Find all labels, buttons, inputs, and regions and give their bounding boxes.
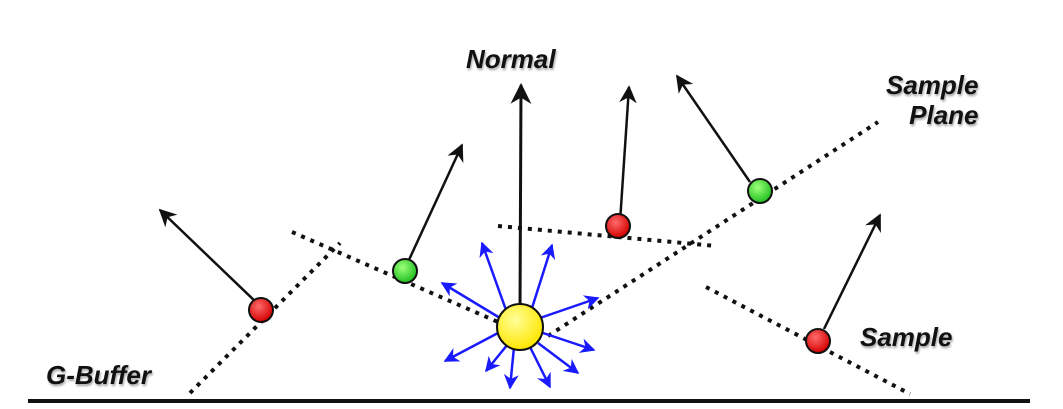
surface-segment-right xyxy=(705,285,911,396)
hemisphere-vector xyxy=(479,241,508,311)
center-point xyxy=(496,303,544,351)
surface-segment-top xyxy=(497,224,717,248)
normal-arrow xyxy=(510,82,532,313)
sample-normal-arrow xyxy=(675,74,752,183)
sample-label: Sample xyxy=(860,322,953,352)
g-buffer-label: G-Buffer xyxy=(46,360,151,390)
occluded-samples xyxy=(248,213,831,354)
hemisphere-vector xyxy=(530,243,556,309)
sample-plane-label-line2: Plane xyxy=(909,100,979,130)
hemisphere-vector xyxy=(537,342,580,374)
hemisphere-vectors xyxy=(440,241,600,390)
sample-normal-arrow xyxy=(406,143,464,263)
hemisphere-vector xyxy=(485,343,509,373)
hemisphere-vector xyxy=(539,295,600,320)
sample-normal-arrow xyxy=(618,85,637,223)
red-sample-point xyxy=(805,328,831,354)
sample-normal-arrows xyxy=(158,74,882,330)
normal-label: Normal xyxy=(466,44,556,74)
hemisphere-vector xyxy=(503,346,519,390)
red-sample-point xyxy=(605,213,631,239)
hemisphere-vector xyxy=(440,281,501,320)
sample-normal-arrow xyxy=(822,213,882,330)
red-sample-point xyxy=(248,297,274,323)
hemisphere-vector xyxy=(542,331,596,353)
green-sample-point xyxy=(392,258,418,284)
visible-samples xyxy=(392,178,773,284)
sample-plane-label-line1: Sample xyxy=(886,70,979,100)
hemisphere-vector xyxy=(528,346,552,389)
green-sample-point xyxy=(747,178,773,204)
sample-plane-label: Sample Plane xyxy=(886,70,979,130)
hemisphere-vector xyxy=(443,331,499,363)
sample-plane-line xyxy=(546,120,880,338)
sample-normal-arrow xyxy=(158,208,260,306)
